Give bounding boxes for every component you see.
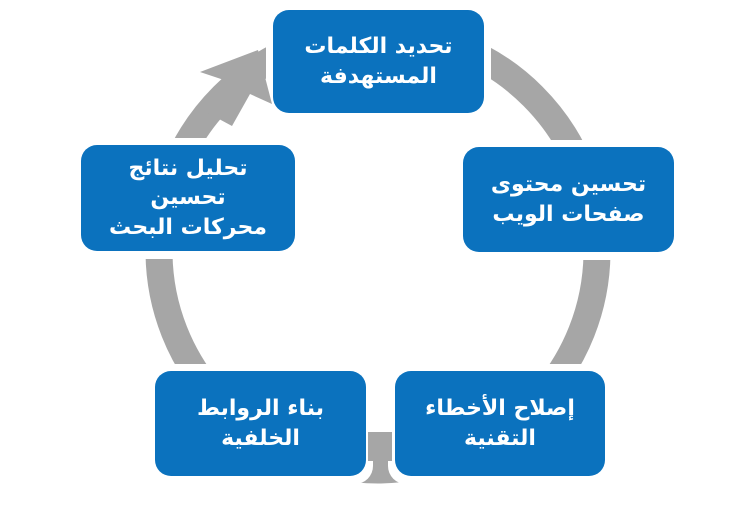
cycle-node-left-label: تحليل نتائج تحسين محركات البحث bbox=[109, 156, 267, 240]
cycle-node-bottom-right-label: إصلاح الأخطاء التقنية bbox=[425, 396, 575, 451]
cycle-node-top[interactable]: تحديد الكلمات المستهدفة bbox=[273, 10, 484, 113]
cycle-node-left[interactable]: تحليل نتائج تحسين محركات البحث bbox=[81, 145, 295, 251]
cycle-node-bottom-left[interactable]: بناء الروابط الخلفية bbox=[155, 371, 366, 476]
cycle-node-top-label: تحديد الكلمات المستهدفة bbox=[304, 34, 453, 89]
cycle-node-bottom-left-label: بناء الروابط الخلفية bbox=[197, 396, 324, 451]
cycle-node-right[interactable]: تحسين محتوى صفحات الويب bbox=[463, 147, 674, 252]
cycle-node-right-label: تحسين محتوى صفحات الويب bbox=[490, 172, 647, 227]
connector-block-icon bbox=[368, 432, 392, 461]
cycle-node-bottom-right[interactable]: إصلاح الأخطاء التقنية bbox=[395, 371, 605, 476]
cycle-arrow-icon bbox=[200, 50, 272, 126]
